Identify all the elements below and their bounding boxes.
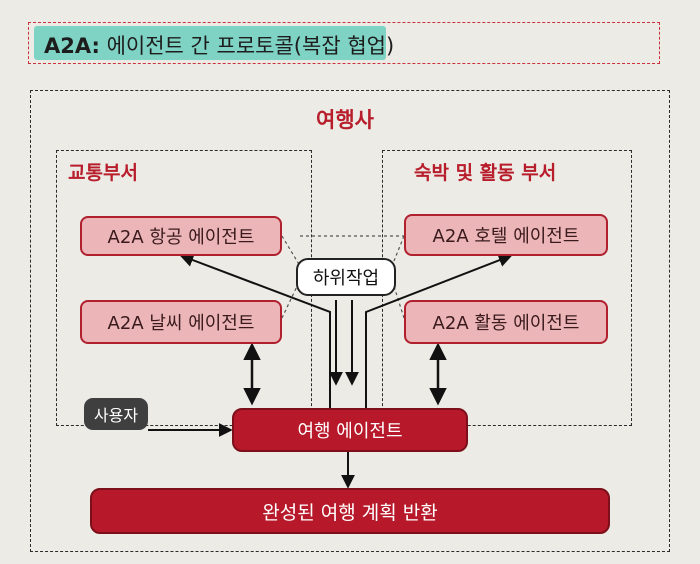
subtask-link-weather (281, 279, 301, 319)
flight-agent: A2A 항공 에이전트 (80, 216, 282, 256)
travel-agency-frame (30, 90, 670, 552)
final-plan-result: 완성된 여행 계획 반환 (90, 488, 610, 534)
diagram-title: A2A: 에이전트 간 프로토콜(복잡 협업) (44, 30, 394, 60)
title-prefix: A2A: (44, 34, 100, 58)
activity-agent: A2A 활동 에이전트 (404, 300, 608, 344)
org-label: 여행사 (316, 108, 374, 132)
hotel-agent: A2A 호텔 에이전트 (404, 214, 608, 256)
arrow-to-hotel-agent (365, 253, 513, 408)
subtask-link-hotel (391, 235, 405, 267)
weather-agent: A2A 날씨 에이전트 (80, 300, 282, 344)
travel-agent: 여행 에이전트 (232, 408, 468, 452)
title-rest: 에이전트 간 프로토콜(복잡 협업) (99, 34, 395, 58)
transport-department-label: 교통부서 (68, 162, 138, 184)
title-highlight (34, 26, 386, 60)
title-frame (28, 22, 660, 64)
user-node: 사용자 (84, 398, 148, 430)
lodging-department-label: 숙박 및 활동 부서 (414, 162, 557, 184)
subtask-link-flight (281, 235, 301, 267)
subtask-label: 하위작업 (296, 258, 396, 296)
